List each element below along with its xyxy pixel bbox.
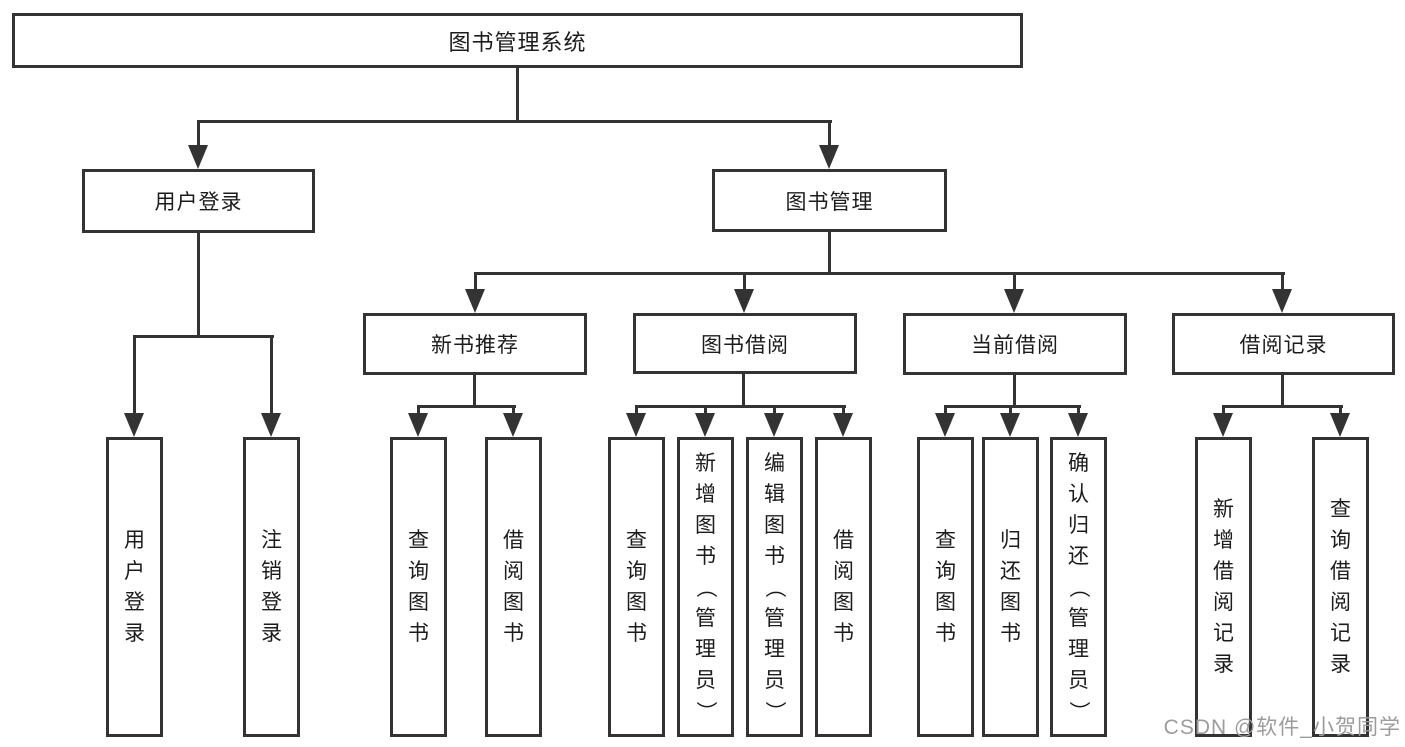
leaf-query-books-current: 查询图书 xyxy=(917,437,974,737)
connector-line xyxy=(704,405,707,417)
leaf-borrow-books: 借阅图书 xyxy=(815,437,872,737)
connector-line xyxy=(270,335,273,415)
arrow-down-icon xyxy=(503,413,523,437)
arrow-down-icon xyxy=(819,145,839,169)
node-label: 当前借阅 xyxy=(971,334,1059,357)
leaf-user-login: 用户登录 xyxy=(106,437,163,737)
node-label: 图书管理 xyxy=(785,190,874,214)
node-label: 图书借阅 xyxy=(701,333,789,357)
connector-line xyxy=(635,405,638,417)
leaf-add-books-admin: 新增图书（管理员） xyxy=(677,437,734,737)
leaf-label: 查询借阅记录 xyxy=(1330,498,1351,676)
arrow-down-icon xyxy=(626,413,646,437)
connector-line xyxy=(828,232,831,274)
leaf-label: 查询图书 xyxy=(626,529,647,645)
connector-line xyxy=(773,405,776,417)
node-borrowing-records: 借阅记录 xyxy=(1172,313,1395,375)
node-book-management: 图书管理 xyxy=(712,169,947,232)
arrow-down-icon xyxy=(935,413,955,437)
leaf-label: 归还图书 xyxy=(1000,529,1021,645)
node-book-management-system: 图书管理系统 xyxy=(12,13,1023,68)
leaf-edit-books-admin: 编辑图书（管理员） xyxy=(746,437,803,737)
leaf-label: 查询图书 xyxy=(935,529,956,645)
leaf-label: 查询图书 xyxy=(408,529,429,645)
connector-line xyxy=(417,405,420,417)
node-new-book-recommendation: 新书推荐 xyxy=(363,313,587,375)
connector-line xyxy=(197,233,200,337)
connector-line xyxy=(1013,375,1016,407)
connector-line xyxy=(742,374,745,407)
leaf-add-borrow-record: 新增借阅记录 xyxy=(1195,437,1252,737)
leaf-query-borrow-record: 查询借阅记录 xyxy=(1312,437,1369,737)
connector-line xyxy=(474,272,1285,275)
leaf-label: 借阅图书 xyxy=(503,529,524,645)
connector-line xyxy=(1009,405,1012,417)
connector-line xyxy=(1077,405,1080,417)
connector-line xyxy=(473,375,476,407)
connector-line xyxy=(944,405,947,417)
connector-line xyxy=(635,405,846,408)
arrow-down-icon xyxy=(1213,413,1233,437)
arrow-down-icon xyxy=(1272,289,1292,313)
arrow-down-icon xyxy=(124,413,144,437)
leaf-label: 用户登录 xyxy=(124,529,145,645)
node-book-borrowing: 图书借阅 xyxy=(633,313,857,374)
connector-line xyxy=(842,405,845,417)
connector-line xyxy=(1281,272,1284,293)
node-label: 借阅记录 xyxy=(1239,334,1328,357)
arrow-down-icon xyxy=(261,413,281,437)
connector-line xyxy=(197,120,832,123)
connector-line xyxy=(474,272,477,293)
node-label: 图书管理系统 xyxy=(448,29,587,55)
connector-line xyxy=(1222,405,1343,408)
node-label: 用户登录 xyxy=(154,191,243,214)
leaf-logout: 注销登录 xyxy=(243,437,300,737)
leaf-label: 借阅图书 xyxy=(833,529,854,645)
node-label: 新书推荐 xyxy=(431,334,519,357)
connector-line xyxy=(1281,375,1284,407)
leaf-borrow-books-recommend: 借阅图书 xyxy=(485,437,542,737)
arrow-down-icon xyxy=(188,145,208,169)
node-user-login: 用户登录 xyxy=(82,169,315,233)
connector-line xyxy=(944,405,1081,408)
connector-line xyxy=(1013,272,1016,293)
connector-line xyxy=(828,120,831,150)
leaf-query-books-recommend: 查询图书 xyxy=(390,437,447,737)
arrow-down-icon xyxy=(465,289,485,313)
watermark: CSDN @软件_小贺同学 xyxy=(1163,716,1401,739)
connector-line xyxy=(197,120,200,150)
node-current-borrowing: 当前借阅 xyxy=(903,313,1127,375)
connector-line xyxy=(133,335,136,415)
arrow-down-icon xyxy=(1000,413,1020,437)
connector-line xyxy=(512,405,515,417)
connector-line xyxy=(133,335,274,338)
leaf-query-books-borrow: 查询图书 xyxy=(608,437,665,737)
arrow-down-icon xyxy=(764,413,784,437)
leaf-label: 新增图书（管理员） xyxy=(694,451,717,722)
connector-line xyxy=(516,68,519,121)
connector-line xyxy=(743,272,746,293)
leaf-return-books: 归还图书 xyxy=(982,437,1039,737)
arrow-down-icon xyxy=(1068,413,1088,437)
connector-line xyxy=(1339,405,1342,417)
arrow-down-icon xyxy=(1004,289,1024,313)
arrow-down-icon xyxy=(695,413,715,437)
leaf-label: 注销登录 xyxy=(261,529,282,645)
arrow-down-icon xyxy=(833,413,853,437)
arrow-down-icon xyxy=(1330,413,1350,437)
connector-line xyxy=(417,405,516,408)
leaf-label: 确认归还（管理员） xyxy=(1067,451,1090,722)
leaf-label: 新增借阅记录 xyxy=(1213,498,1234,676)
arrow-down-icon xyxy=(408,413,428,437)
arrow-down-icon xyxy=(734,289,754,313)
leaf-confirm-return-admin: 确认归还（管理员） xyxy=(1050,437,1107,737)
leaf-label: 编辑图书（管理员） xyxy=(763,451,786,722)
connector-line xyxy=(1222,405,1225,417)
